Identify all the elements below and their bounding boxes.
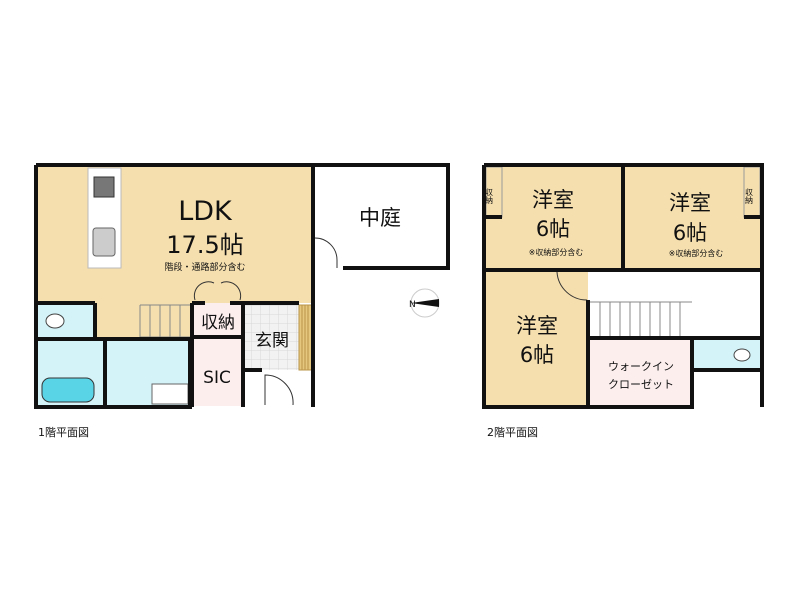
wic-label-2: クローゼット: [608, 378, 674, 391]
toilet-icon: [733, 348, 751, 362]
room1-label: 洋室: [532, 188, 574, 212]
stove-icon: [93, 176, 115, 198]
entrance-hall: [243, 303, 299, 370]
courtyard-door: [314, 237, 338, 268]
ldk-label: LDK: [178, 196, 233, 227]
ldk-room: [38, 165, 313, 303]
room2-storage-label: 収納: [745, 187, 754, 205]
room1-note: ※収納部分含む: [529, 247, 584, 257]
sic-room: [192, 337, 243, 406]
entrance-door: [264, 374, 294, 406]
room1-size: 6帖: [536, 217, 570, 241]
sink-icon: [92, 227, 116, 257]
room3-label: 洋室: [516, 314, 558, 338]
ldk-note: 階段・通路部分含む: [164, 261, 245, 273]
storage-doors: [193, 281, 242, 301]
entrance-label: 玄関: [255, 331, 289, 351]
room2: [624, 167, 760, 270]
courtyard-label: 中庭: [359, 206, 401, 230]
floor1-caption: 1階平面図: [38, 425, 89, 439]
compass-icon: N: [409, 288, 440, 318]
walls-1f: [34, 163, 450, 409]
storage-1f: [192, 303, 243, 337]
wic-label-1: ウォークイン: [608, 360, 674, 373]
room1-storage-label: 収納: [485, 187, 494, 205]
room2-size: 6帖: [673, 221, 707, 245]
room1: [486, 167, 623, 270]
walls-2f: [482, 163, 764, 409]
svg-text:N: N: [409, 300, 416, 310]
ldk-size: 17.5帖: [166, 231, 243, 259]
bathtub-icon: [41, 377, 95, 403]
floor2-caption: 2階平面図: [487, 425, 538, 439]
stairs-2f: [590, 301, 692, 338]
room2-note: ※収納部分含む: [669, 248, 724, 258]
floor-2: 洋室 6帖 ※収納部分含む 収納 洋室 6帖 ※収納部分含む 収納 洋室 6帖 …: [482, 163, 764, 439]
floor-1: LDK 17.5帖 階段・通路部分含む 中庭 収納 玄関 SIC 1階平面図: [34, 163, 450, 439]
storage-label: 収納: [201, 313, 235, 333]
entrance-step: [298, 304, 313, 371]
stair-area-1f: [95, 303, 192, 337]
sic-label: SIC: [203, 368, 231, 388]
room3-size: 6帖: [520, 343, 554, 367]
walk-in-closet: [590, 340, 692, 407]
room3: [486, 270, 588, 407]
room2-label: 洋室: [669, 191, 711, 215]
toilet-icon: [45, 313, 65, 329]
washbasin-icon: [151, 383, 189, 405]
room3-door: [556, 271, 588, 301]
